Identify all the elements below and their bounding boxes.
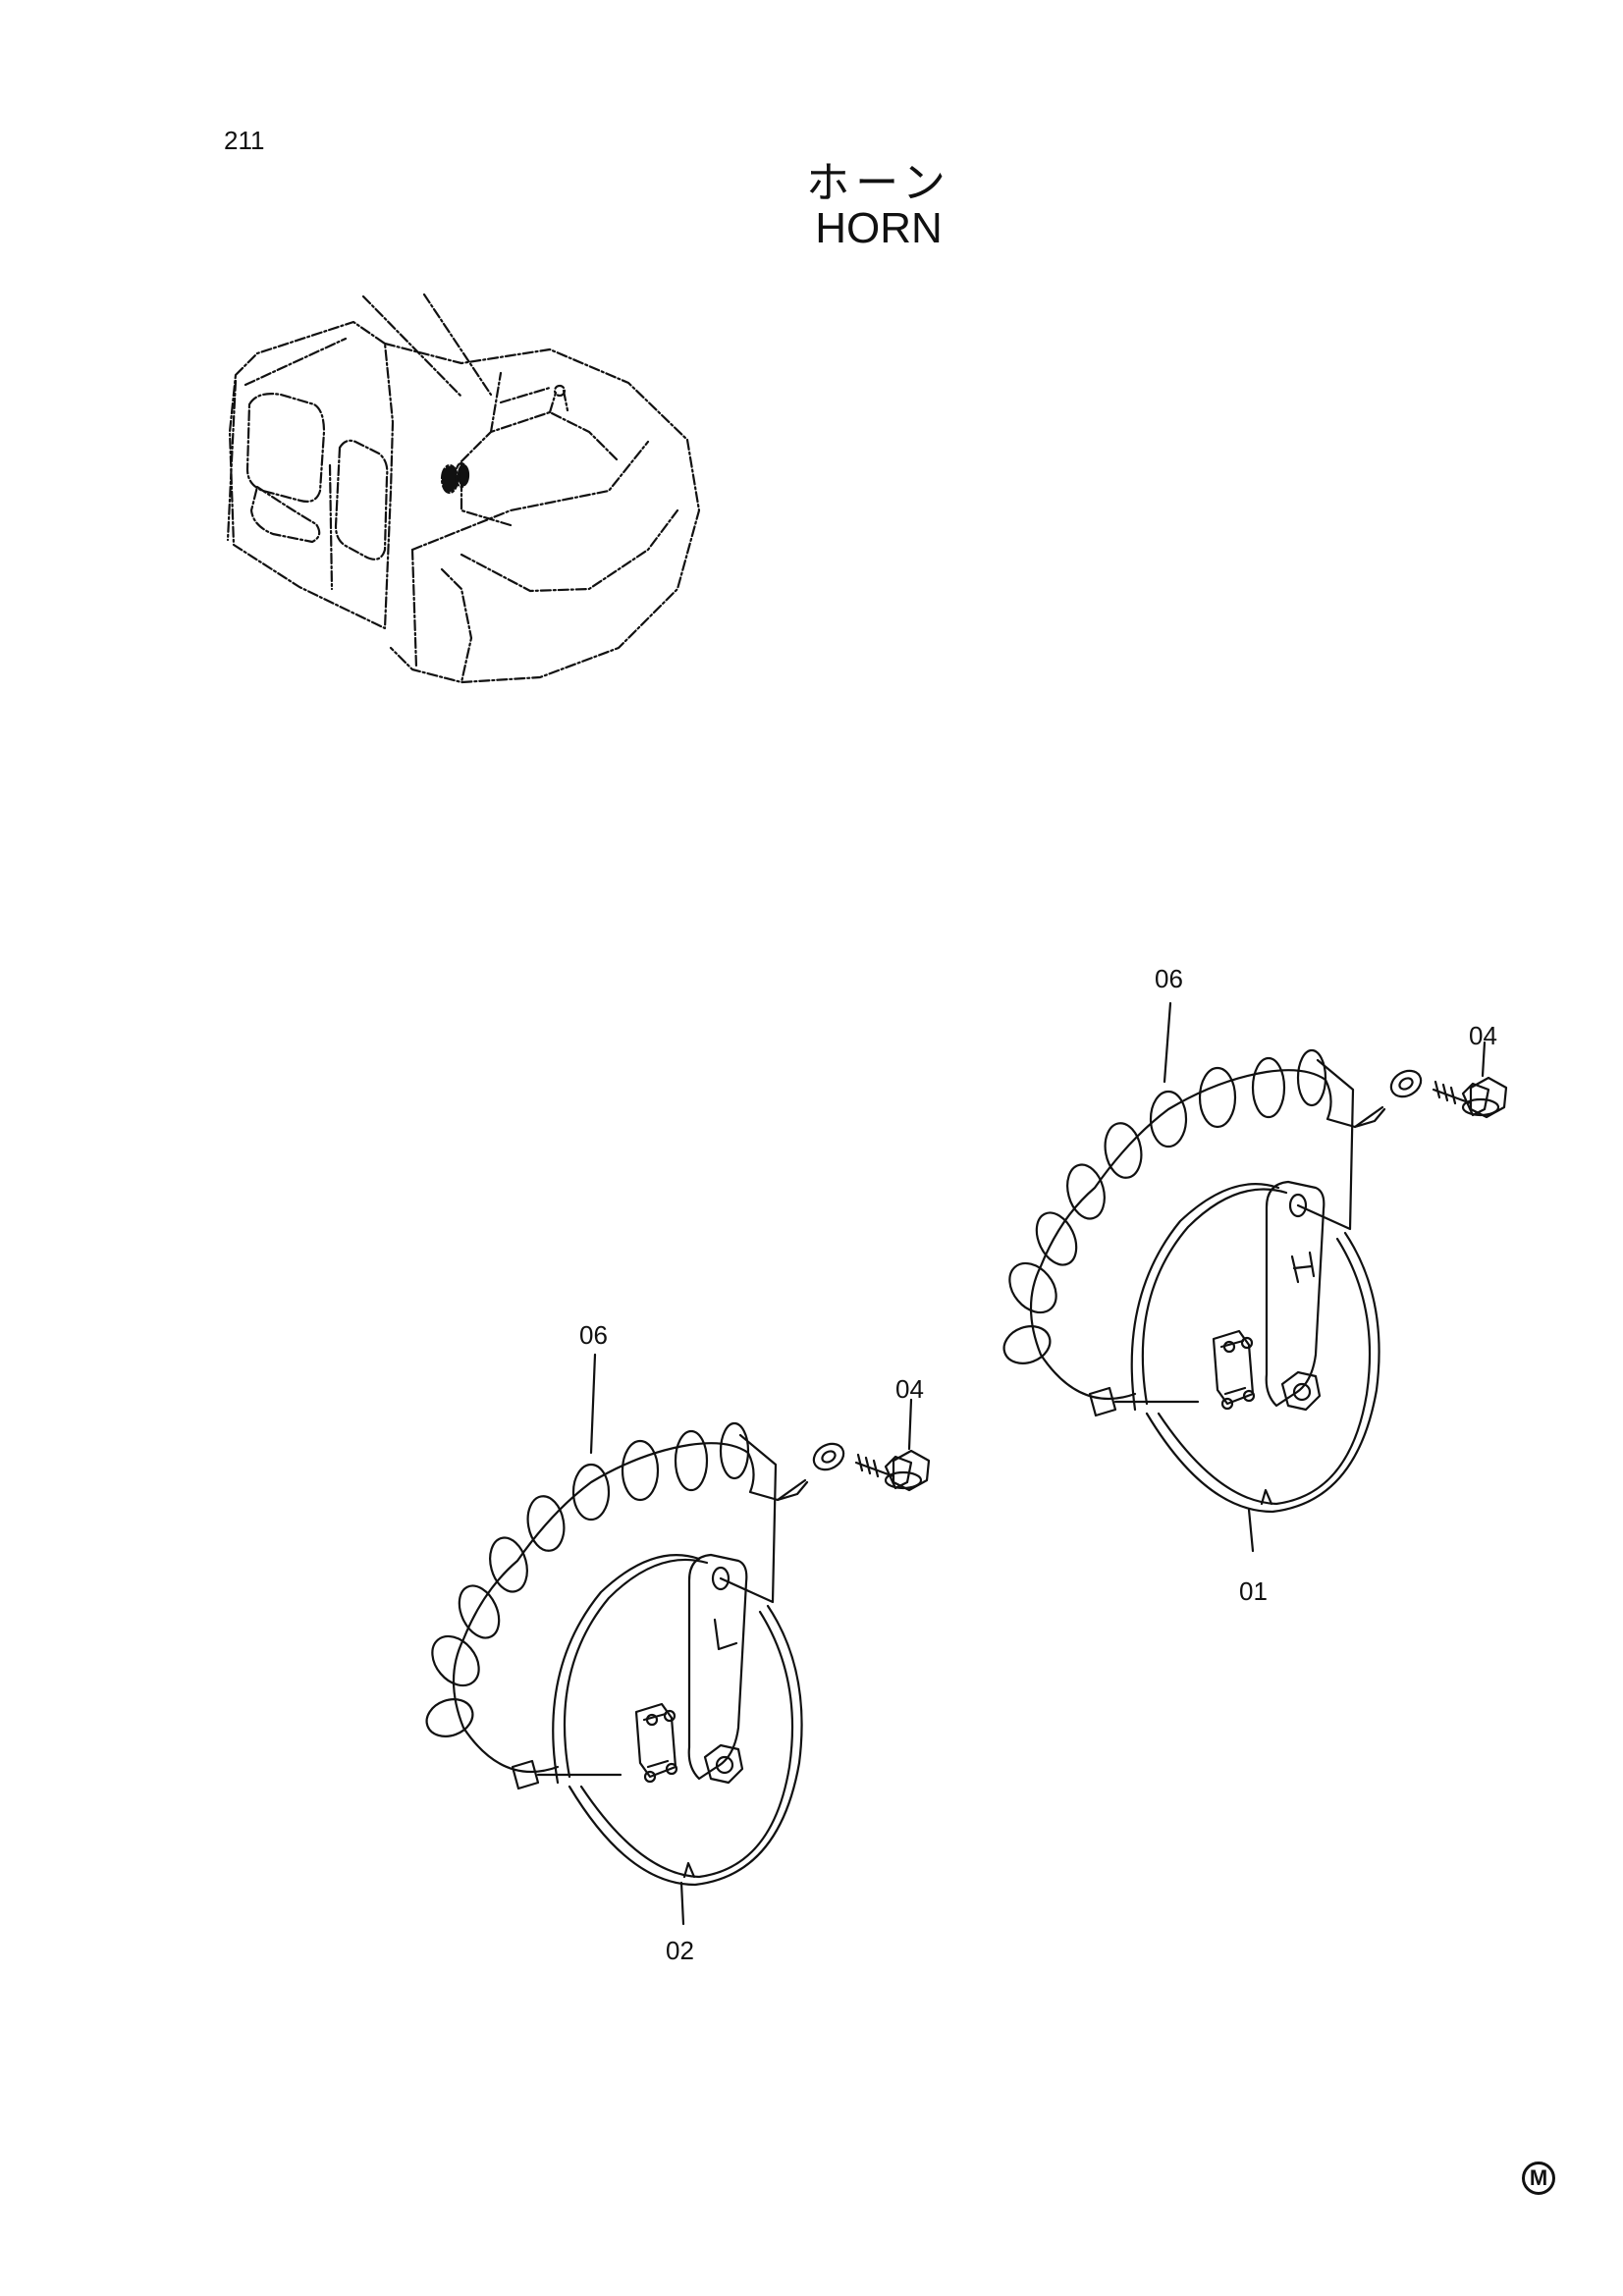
- excavator-location-sketch: [226, 293, 701, 684]
- title-japanese: ホーン: [806, 158, 951, 208]
- horn-assembly-high: [1002, 1001, 1508, 1553]
- callout-04-upper: 04: [1469, 1021, 1497, 1050]
- callout-01: 01: [1239, 1576, 1268, 1606]
- page-number: 211: [224, 126, 265, 155]
- callout-06-lower: 06: [579, 1320, 608, 1350]
- title-english: HORN: [815, 204, 943, 252]
- horn-assembly-low: [425, 1353, 931, 1926]
- callout-02: 02: [666, 1936, 694, 1965]
- horn-location-indicator: [441, 463, 470, 493]
- maker-mark: M: [1522, 2162, 1555, 2195]
- callout-06-upper: 06: [1155, 964, 1183, 993]
- callout-04-lower: 04: [895, 1374, 924, 1404]
